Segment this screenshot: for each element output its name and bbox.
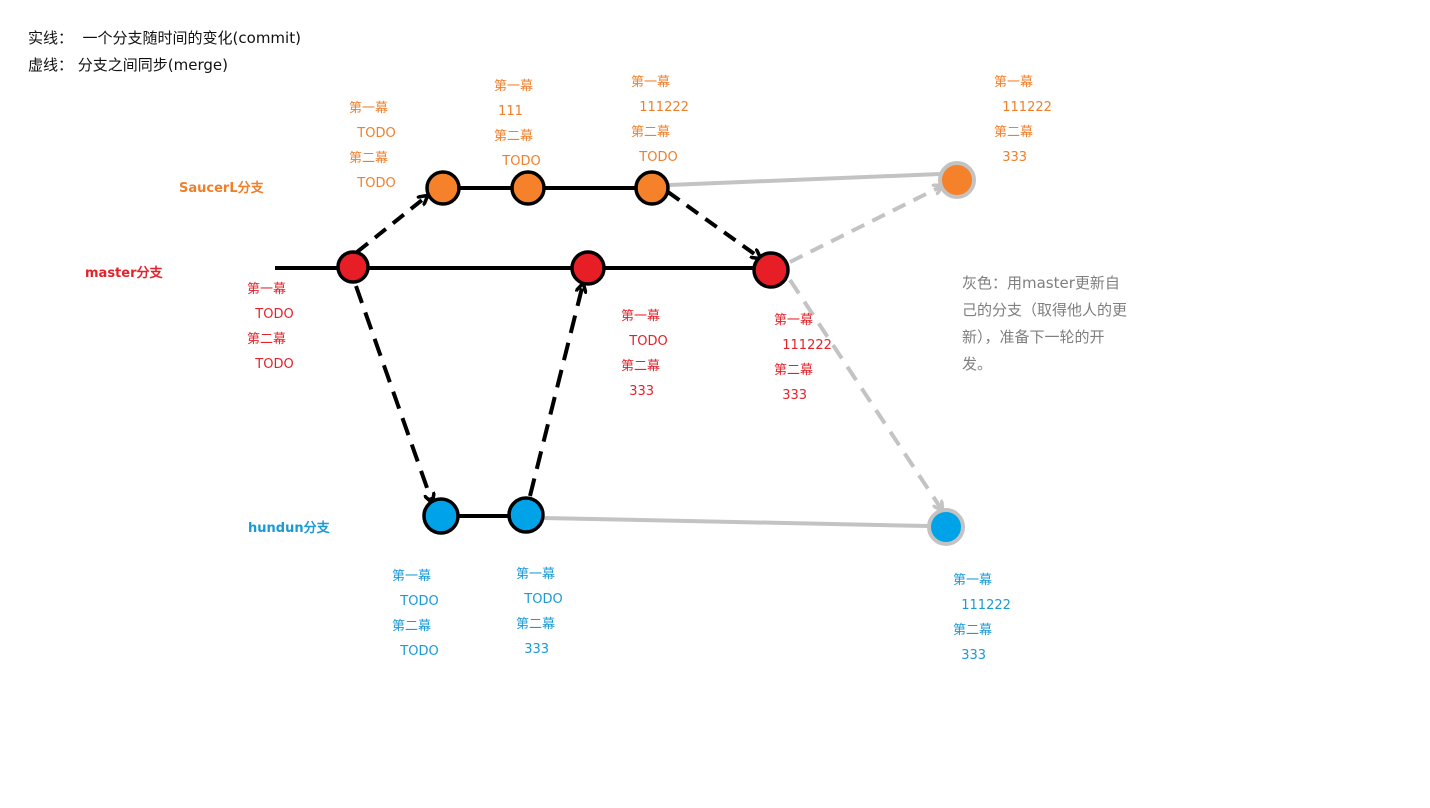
note-line: 第二幕 [494, 129, 534, 144]
note-line: TODO [392, 644, 439, 659]
branch-label-master: master分支 [85, 266, 163, 281]
note-line: 111222 [994, 100, 1052, 115]
note-line: TODO [494, 154, 541, 169]
note-line: 第一幕 [994, 75, 1034, 90]
note-saucer-2: 第一幕 111 第二幕 TODO [494, 74, 541, 174]
note-line: 第一幕 [953, 573, 993, 588]
note-master-2: 第一幕 TODO 第二幕 333 [621, 304, 668, 404]
gray-merge-master-to-hundun [788, 278, 942, 510]
note-hundun-1: 第一幕 TODO 第二幕 TODO [392, 564, 439, 664]
note-line: 第二幕 [349, 151, 389, 166]
note-line: 111222 [631, 100, 689, 115]
saucer-commit-1 [425, 170, 461, 206]
note-line: 第二幕 [994, 125, 1034, 140]
branch-label-saucer: SaucerL分支 [179, 181, 264, 196]
note-master-3: 第一幕 111222 第二幕 333 [774, 308, 832, 408]
note-line: 第一幕 [516, 567, 556, 582]
note-line: 111222 [774, 338, 832, 353]
hundun-gray-line [542, 516, 929, 528]
legend-solid: 实线： 一个分支随时间的变化(commit) [28, 29, 301, 47]
note-line: 第一幕 [392, 569, 432, 584]
saucer-gray-line [668, 172, 941, 187]
note-line: 第一幕 [349, 101, 389, 116]
merge-master-to-saucer [355, 196, 427, 254]
saucer-commit-2 [510, 170, 546, 206]
note-saucer-1: 第一幕 TODO 第二幕 TODO [349, 96, 396, 196]
note-line: 第一幕 [631, 75, 671, 90]
note-line: 第二幕 [953, 623, 993, 638]
note-line: 第二幕 [247, 332, 287, 347]
saucer-commit-3 [634, 170, 670, 206]
note-line: 第二幕 [774, 363, 814, 378]
note-saucer-3: 第一幕 111222 第二幕 TODO [631, 70, 689, 170]
merge-hundun-to-master [528, 284, 583, 497]
note-line: TODO [392, 594, 439, 609]
master-commit-1 [336, 250, 370, 284]
merge-master-to-hundun [354, 285, 432, 502]
note-line: TODO [349, 176, 396, 191]
gray-explanation: 灰色：用master更新自己的分支（取得他人的更新），准备下一轮的开发。 [962, 274, 1128, 373]
note-line: 第一幕 [774, 313, 814, 328]
master-commit-3 [752, 251, 790, 289]
note-saucer-4: 第一幕 111222 第二幕 333 [994, 70, 1052, 170]
note-line: 333 [516, 642, 550, 657]
note-hundun-3: 第一幕 111222 第二幕 333 [953, 568, 1011, 668]
note-line: TODO [247, 307, 294, 322]
note-master-1: 第一幕 TODO 第二幕 TODO [247, 277, 294, 377]
legend-dashed: 虚线： 分支之间同步(merge) [28, 56, 228, 74]
branch-label-hundun: hundun分支 [248, 521, 330, 536]
master-commit-2 [570, 250, 606, 286]
note-line: 111 [494, 104, 523, 119]
hundun-commit-3 [927, 508, 965, 546]
note-line: 第一幕 [494, 79, 534, 94]
note-line: 333 [994, 150, 1028, 165]
gray-merge-master-to-saucer [789, 186, 942, 264]
hundun-commit-1 [422, 497, 460, 535]
note-line: 第二幕 [621, 359, 661, 374]
note-line: 333 [621, 384, 655, 399]
note-line: TODO [349, 126, 396, 141]
note-line: 第二幕 [631, 125, 671, 140]
note-line: 111222 [953, 598, 1011, 613]
note-line: TODO [516, 592, 563, 607]
merge-saucer-to-master [666, 190, 760, 258]
note-line: 333 [953, 648, 987, 663]
note-line: TODO [631, 150, 678, 165]
note-line: 第二幕 [516, 617, 556, 632]
note-line: TODO [247, 357, 294, 372]
saucer-commit-4 [938, 161, 976, 199]
note-hundun-2: 第一幕 TODO 第二幕 333 [516, 562, 563, 662]
hundun-commit-2 [507, 496, 545, 534]
note-line: 333 [774, 388, 808, 403]
note-line: 第一幕 [621, 309, 661, 324]
note-line: 第二幕 [392, 619, 432, 634]
note-line: 第一幕 [247, 282, 287, 297]
note-line: TODO [621, 334, 668, 349]
